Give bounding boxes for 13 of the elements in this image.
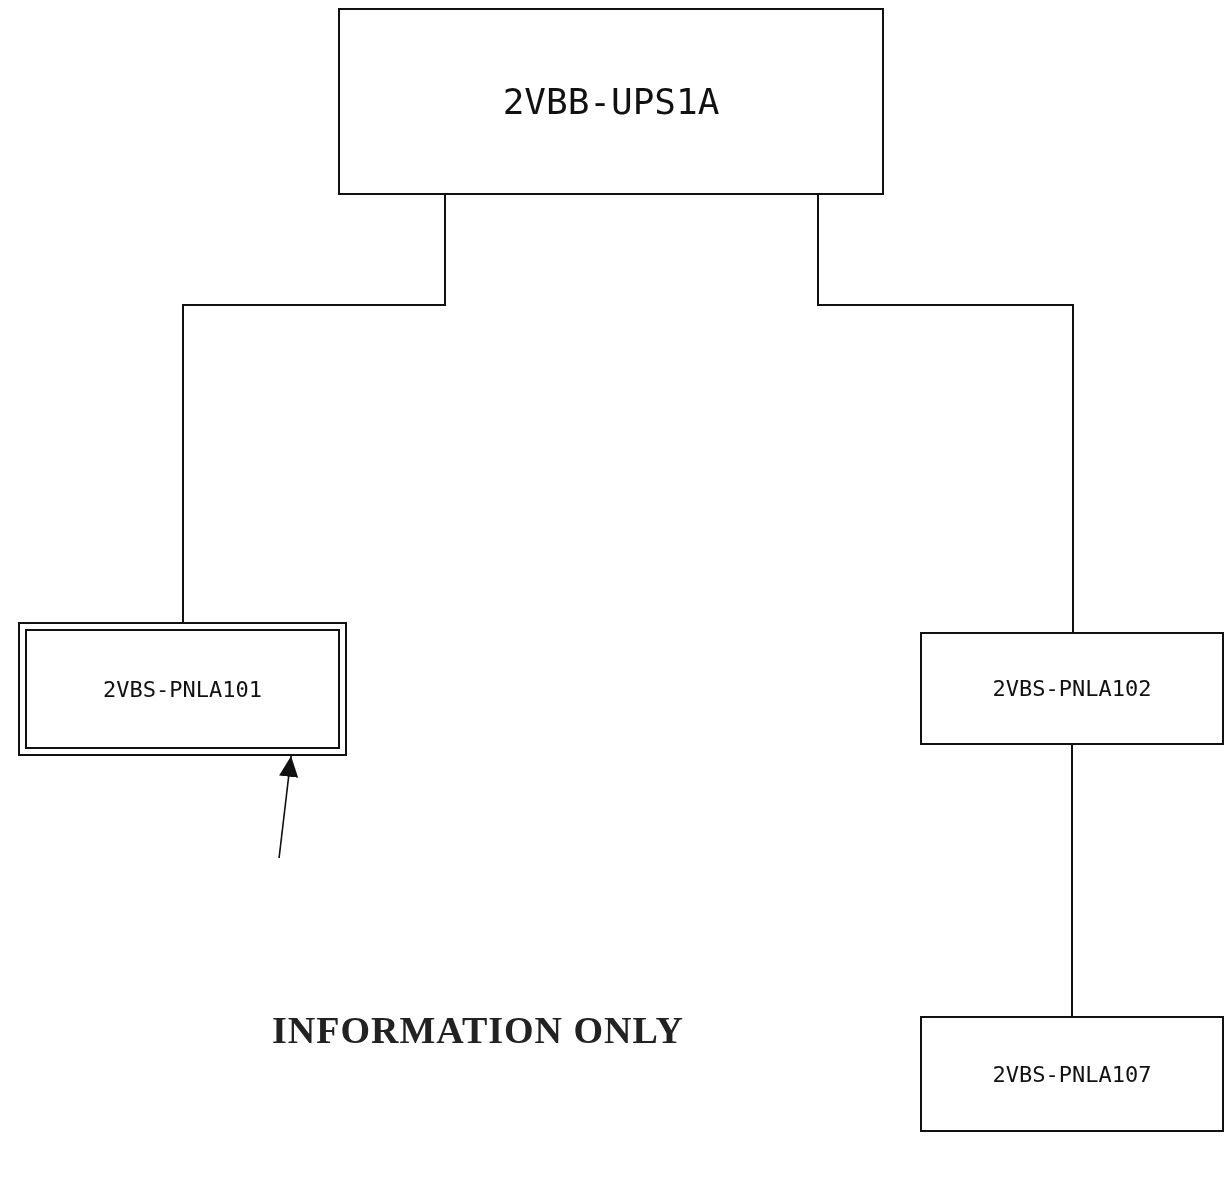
double-border-box [18, 622, 347, 756]
connector-line [1071, 744, 1073, 1017]
connector-line [182, 194, 446, 623]
process-box [338, 8, 884, 195]
process-box [920, 1016, 1224, 1132]
node-label: 2VBB-UPS1A [502, 81, 720, 122]
stamp-text: INFORMATION ONLY [272, 1008, 684, 1052]
node-label: 2VBS-PNLA101 [103, 676, 262, 702]
hand-drawn-arrow [278, 755, 299, 859]
node-label: 2VBS-PNLA107 [992, 1061, 1152, 1087]
node-label: 2VBS-PNLA102 [992, 676, 1152, 701]
connector-line [817, 194, 1074, 633]
process-box [920, 632, 1224, 745]
